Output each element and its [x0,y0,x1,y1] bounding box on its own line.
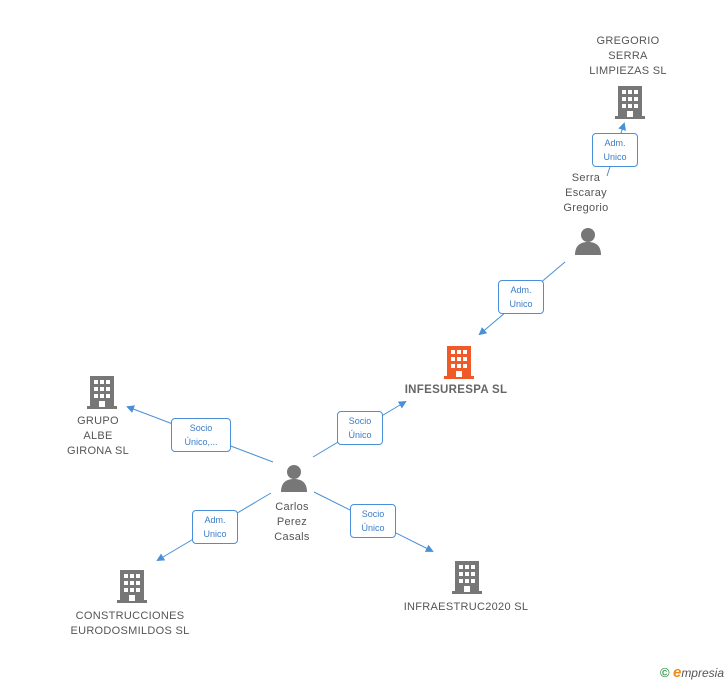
node-label-grupo-albe: GRUPO ALBE GIRONA SL [67,415,129,457]
node-gregorio-serra[interactable] [614,84,646,120]
node-label-infesurespa: INFESURESPA SL [404,384,508,396]
building-icon [452,561,482,594]
building-icon [615,86,645,119]
node-label-infraestruc: INFRAESTRUC2020 SL [403,601,529,613]
brand-logo-e: e [672,664,682,681]
node-label-serra-escaray: Serra Escaray Gregorio [563,172,609,214]
edge-badge-carlos-to-grupo[interactable]: Socio Único,... [171,418,231,452]
edge-badge-carlos-to-infesurespa[interactable]: Socio Único [337,411,383,445]
node-construcciones[interactable] [116,568,148,604]
building-icon [87,376,117,409]
node-infesurespa[interactable] [443,344,475,380]
person-icon [281,465,307,492]
node-infraestruc[interactable] [451,559,483,595]
person-icon [575,228,601,255]
footer-brand: © empresia [660,664,724,681]
building-icon [444,346,474,379]
copyright-icon: © [660,665,670,680]
node-label-gregorio-serra: GREGORIO SERRA LIMPIEZAS SL [589,35,667,77]
node-label-carlos-perez: Carlos Perez Casals [274,501,310,543]
edge-badge-serra-to-gregorio[interactable]: Adm. Unico [592,133,638,167]
node-carlos-perez[interactable] [279,463,309,493]
node-label-construcciones: CONSTRUCCIONES EURODOSMILDOS SL [70,610,190,637]
edge-badge-serra-to-infesurespa[interactable]: Adm. Unico [498,280,544,314]
node-grupo-albe[interactable] [86,374,118,410]
brand-logo-text: mpresia [681,666,724,680]
edge-badge-carlos-to-infraestruc[interactable]: Socio Único [350,504,396,538]
node-serra-escaray[interactable] [573,226,603,256]
building-icon [117,570,147,603]
edge-badge-carlos-to-construcciones[interactable]: Adm. Unico [192,510,238,544]
